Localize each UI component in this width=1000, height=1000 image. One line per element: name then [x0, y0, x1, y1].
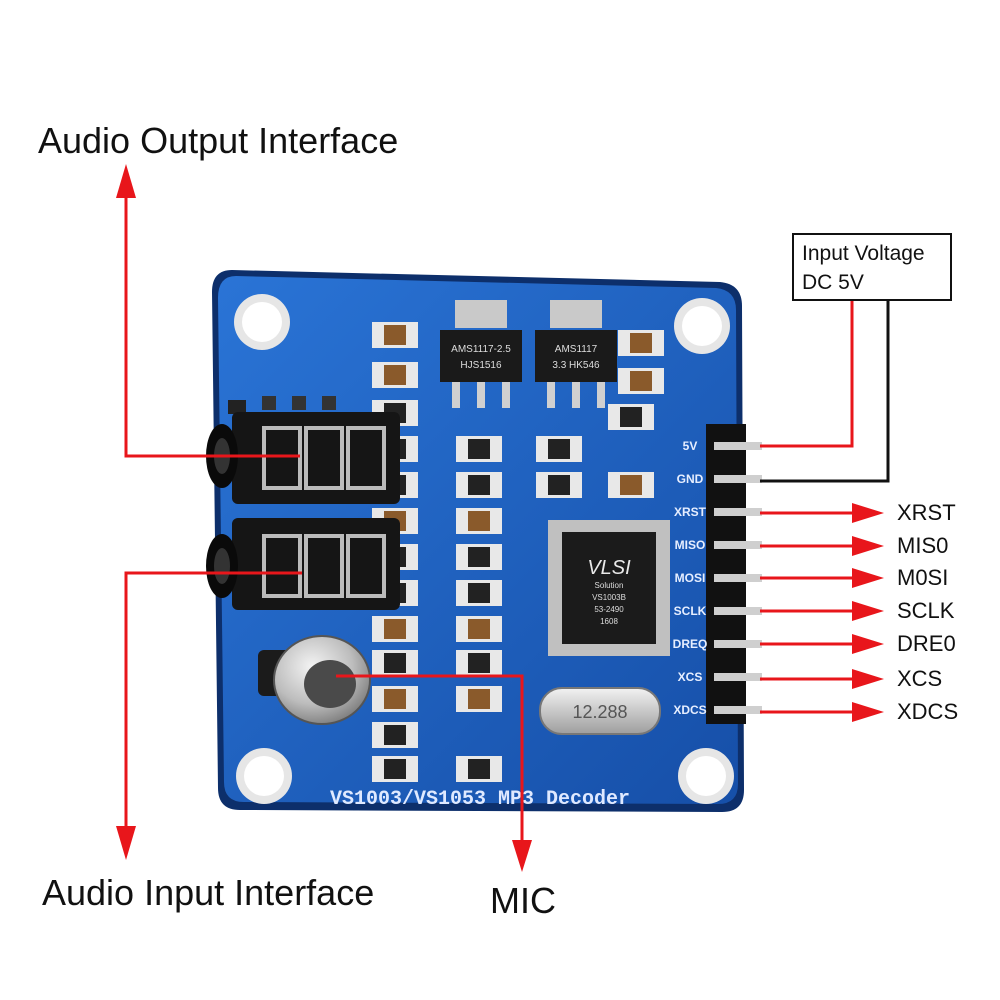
- pin-label-dre0: DRE0: [897, 631, 956, 656]
- regulator-right-line1: AMS1117: [555, 344, 598, 355]
- component-body: [548, 439, 570, 459]
- pin-label-xdcs: XDCS: [897, 699, 959, 724]
- header-pin-label: MOSI: [675, 571, 706, 585]
- header-pin: [714, 442, 762, 450]
- pin-label-xrst: XRST: [897, 500, 956, 525]
- pin-label-m0si: M0SI: [897, 565, 949, 590]
- component-body: [620, 475, 642, 495]
- pin-arrowhead: [852, 503, 884, 523]
- header-pin-label: XDCS: [673, 703, 706, 717]
- audio-input-leader: [124, 571, 302, 835]
- header-pin: [714, 475, 762, 483]
- chip-line5: 1608: [600, 617, 618, 626]
- pin-header: 5V GND XRST MISO MOSI SCLK DREQ XCS XDCS: [673, 424, 762, 724]
- component-body: [630, 333, 652, 353]
- microphone: [258, 635, 371, 725]
- audio-output-arrowhead: [116, 164, 136, 198]
- audio-input-arrowhead: [116, 826, 136, 860]
- component-body: [384, 689, 406, 709]
- pin-arrowhead: [852, 702, 884, 722]
- input-voltage-line1: Input Voltage: [802, 242, 925, 265]
- header-pin-label: SCLK: [674, 604, 707, 618]
- chip-line3: VS1003B: [592, 593, 626, 602]
- mic-leader: [336, 674, 524, 848]
- header-pin: [714, 706, 762, 714]
- component-body: [468, 547, 490, 567]
- component-body: [468, 619, 490, 639]
- pin-label-mis0: MIS0: [897, 533, 949, 558]
- audio-input-jack: [206, 518, 400, 610]
- pin-arrowhead: [852, 601, 884, 621]
- vs1003-chip: VLSI Solution VS1003B 53-2490 1608: [548, 520, 670, 656]
- crystal-label: 12.288: [572, 702, 627, 722]
- component-body: [468, 439, 490, 459]
- audio-output-jack: [206, 396, 400, 504]
- header-pin: [714, 607, 762, 615]
- input-voltage-box: Input Voltage DC 5V: [792, 233, 952, 301]
- pin-arrowhead: [852, 634, 884, 654]
- component-body: [384, 325, 406, 345]
- audio-output-label: Audio Output Interface: [38, 120, 399, 161]
- chip-brand: VLSI: [587, 557, 631, 579]
- component-body: [384, 365, 406, 385]
- pin-label-xcs: XCS: [897, 666, 943, 691]
- header-pin: [714, 541, 762, 549]
- header-pin: [714, 508, 762, 516]
- component-body: [630, 371, 652, 391]
- regulator-left: AMS1117-2.5 HJS1516: [440, 300, 522, 408]
- component-body: [468, 511, 490, 531]
- mounting-hole: [678, 748, 734, 804]
- pin-arrows: [760, 503, 884, 722]
- audio-input-label: Audio Input Interface: [42, 872, 375, 913]
- component-body: [620, 407, 642, 427]
- regulator-right-line2: 3.3 HK546: [552, 360, 600, 371]
- pin-label-sclk: SCLK: [897, 598, 955, 623]
- header-pin-label: MISO: [675, 538, 706, 552]
- header-pin-label: 5V: [683, 439, 698, 453]
- crystal-oscillator: 12.288: [539, 687, 661, 735]
- header-pin: [714, 673, 762, 681]
- mounting-hole: [236, 748, 292, 804]
- header-pin-label: DREQ: [673, 637, 708, 651]
- input-voltage-line2: DC 5V: [802, 271, 864, 294]
- mounting-hole: [234, 294, 290, 350]
- pin-arrowhead: [852, 568, 884, 588]
- pcb-board: AMS1117-2.5 HJS1516 AMS1117 3.3 HK546 VL…: [206, 270, 762, 812]
- vcc-wire: [760, 301, 854, 448]
- header-pin-label: GND: [677, 472, 704, 486]
- component-body: [468, 759, 490, 779]
- pin-arrowhead: [852, 536, 884, 556]
- header-pin-label: XRST: [674, 505, 707, 519]
- component-body: [384, 725, 406, 745]
- component-body: [468, 475, 490, 495]
- component-body: [468, 583, 490, 603]
- pin-arrowhead: [852, 669, 884, 689]
- passive-components: [372, 322, 664, 782]
- component-body: [548, 475, 570, 495]
- header-pin: [714, 574, 762, 582]
- regulator-left-line2: HJS1516: [460, 360, 502, 371]
- component-body: [384, 653, 406, 673]
- chip-line4: 53-2490: [594, 605, 624, 614]
- gnd-wire: [760, 301, 890, 483]
- header-pin: [714, 640, 762, 648]
- regulator-left-line1: AMS1117-2.5: [451, 344, 511, 355]
- component-body: [468, 689, 490, 709]
- component-body: [384, 619, 406, 639]
- regulator-right: AMS1117 3.3 HK546: [535, 300, 617, 408]
- component-body: [468, 653, 490, 673]
- annotation-lines: [116, 164, 890, 872]
- header-pin-label: XCS: [678, 670, 703, 684]
- board-silkscreen-title: VS1003/VS1053 MP3 Decoder: [330, 788, 630, 811]
- audio-output-leader: [124, 190, 300, 458]
- mounting-hole: [674, 298, 730, 354]
- chip-line2: Solution: [595, 581, 624, 590]
- component-body: [384, 759, 406, 779]
- mic-label: MIC: [490, 880, 556, 921]
- mic-arrowhead: [512, 840, 532, 872]
